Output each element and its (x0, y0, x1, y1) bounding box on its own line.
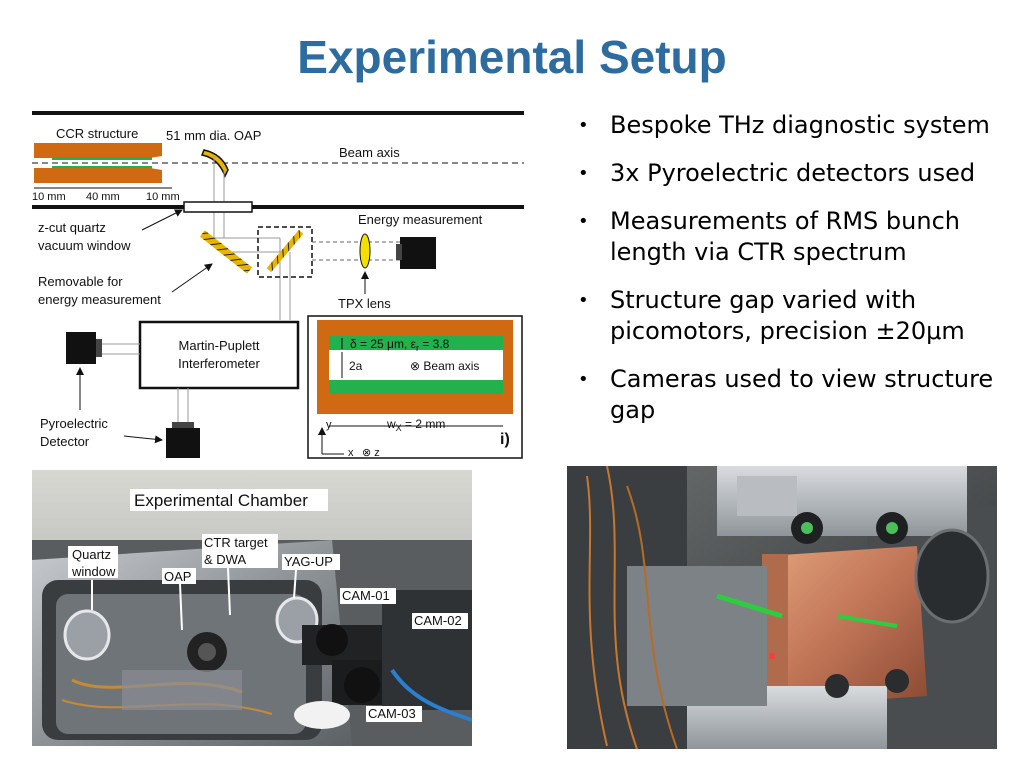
pyro-pointer (123, 435, 163, 444)
bullet-list: Bespoke THz diagnostic system 3x Pyroele… (572, 110, 1012, 443)
structure-photo (567, 466, 997, 749)
label-cam-02: CAM-02 (414, 613, 462, 628)
pyro-detector-left-window (96, 339, 102, 357)
oap-label: 51 mm dia. OAP (166, 128, 261, 143)
window-label-2: vacuum window (38, 238, 131, 253)
window-label-1: z-cut quartz (38, 220, 106, 235)
chamber-photo: Experimental Chamber Quartz window OAP C… (32, 470, 472, 746)
slide-title: Experimental Setup (297, 31, 727, 83)
label-ctr-2: & DWA (204, 552, 246, 567)
inset-axis-y-label: y (326, 419, 332, 431)
thz-beam-paths (213, 156, 291, 320)
inset-top-dielectric (329, 336, 503, 350)
oap-mirror (200, 149, 229, 178)
removable-label-1: Removable for (38, 274, 123, 289)
pyro-detector-left (66, 332, 96, 364)
inset-panel-label: i) (500, 431, 510, 448)
inset-axis-x-label: x (348, 447, 354, 459)
label-pointer (179, 583, 183, 631)
label-quartz-2: window (71, 564, 116, 579)
beam-axis-label: Beam axis (339, 145, 400, 160)
setup-diagram: CCR structure Beam axis 10 mm 40 mm 10 m… (32, 111, 524, 459)
removable-pointer (171, 263, 213, 293)
inset-axis-z-label: ⊗ z (362, 447, 380, 459)
dim-mid-label: 40 mm (86, 191, 120, 203)
ccr-upper-jaw (34, 143, 162, 158)
movable-mirror (266, 229, 304, 273)
label-ctr-1: CTR target (204, 535, 268, 550)
pyro-label-2: Detector (40, 434, 90, 449)
bullet-item: Cameras used to view structure gap (572, 364, 1012, 426)
movable-mirror-box (257, 226, 313, 278)
bullet-item: Structure gap varied with picomotors, pr… (572, 285, 1012, 347)
energy-detector-window (396, 244, 402, 260)
interferometer-box (138, 320, 300, 390)
bullet-item: 3x Pyroelectric detectors used (572, 158, 1012, 189)
pyro-detector-bottom (166, 428, 200, 458)
inset-bottom-dielectric (329, 380, 503, 394)
label-quartz-1: Quartz (72, 547, 111, 562)
energy-meas-label: Energy measurement (358, 212, 483, 227)
pyro-label-1: Pyroelectric (40, 416, 108, 431)
ccr-upper-lining (52, 157, 152, 160)
label-pointer (293, 569, 297, 599)
label-oap: OAP (164, 569, 191, 584)
dim-left-label: 10 mm (32, 191, 66, 203)
interferometer-label-1: Martin-Puplett (179, 338, 260, 353)
inset-beam-axis-label: ⊗ Beam axis (410, 359, 479, 373)
removable-label-2: energy measurement (38, 292, 161, 307)
inset-delta-label: δ = 25 μm, εr = 3.8 (350, 337, 450, 353)
ccr-lower-jaw (34, 168, 162, 183)
energy-detector (400, 237, 436, 269)
bullet-item: Measurements of RMS bunch length via CTR… (572, 206, 1012, 268)
ccr-lower-lining (52, 166, 152, 169)
inset-width-label: wX = 2 mm (386, 417, 445, 433)
ccr-structure-label: CCR structure (56, 126, 138, 141)
window-pointer (141, 209, 183, 231)
label-cam-03: CAM-03 (368, 706, 416, 721)
bullet-item: Bespoke THz diagnostic system (572, 110, 1012, 141)
dim-right-label: 10 mm (146, 191, 180, 203)
interferometer-label-2: Interferometer (178, 356, 260, 371)
quartz-window (183, 201, 253, 213)
label-yag: YAG-UP (284, 554, 333, 569)
tpx-lens-label: TPX lens (338, 296, 391, 311)
label-experimental-chamber: Experimental Chamber (134, 491, 308, 510)
inset-gap-label: 2a (349, 359, 363, 373)
removable-mirror (199, 230, 253, 274)
pyro-detector-bottom-window (172, 422, 194, 428)
label-pointer (227, 567, 231, 616)
inset-gap (329, 350, 503, 380)
tpx-lens (359, 233, 371, 269)
label-cam-01: CAM-01 (342, 588, 390, 603)
